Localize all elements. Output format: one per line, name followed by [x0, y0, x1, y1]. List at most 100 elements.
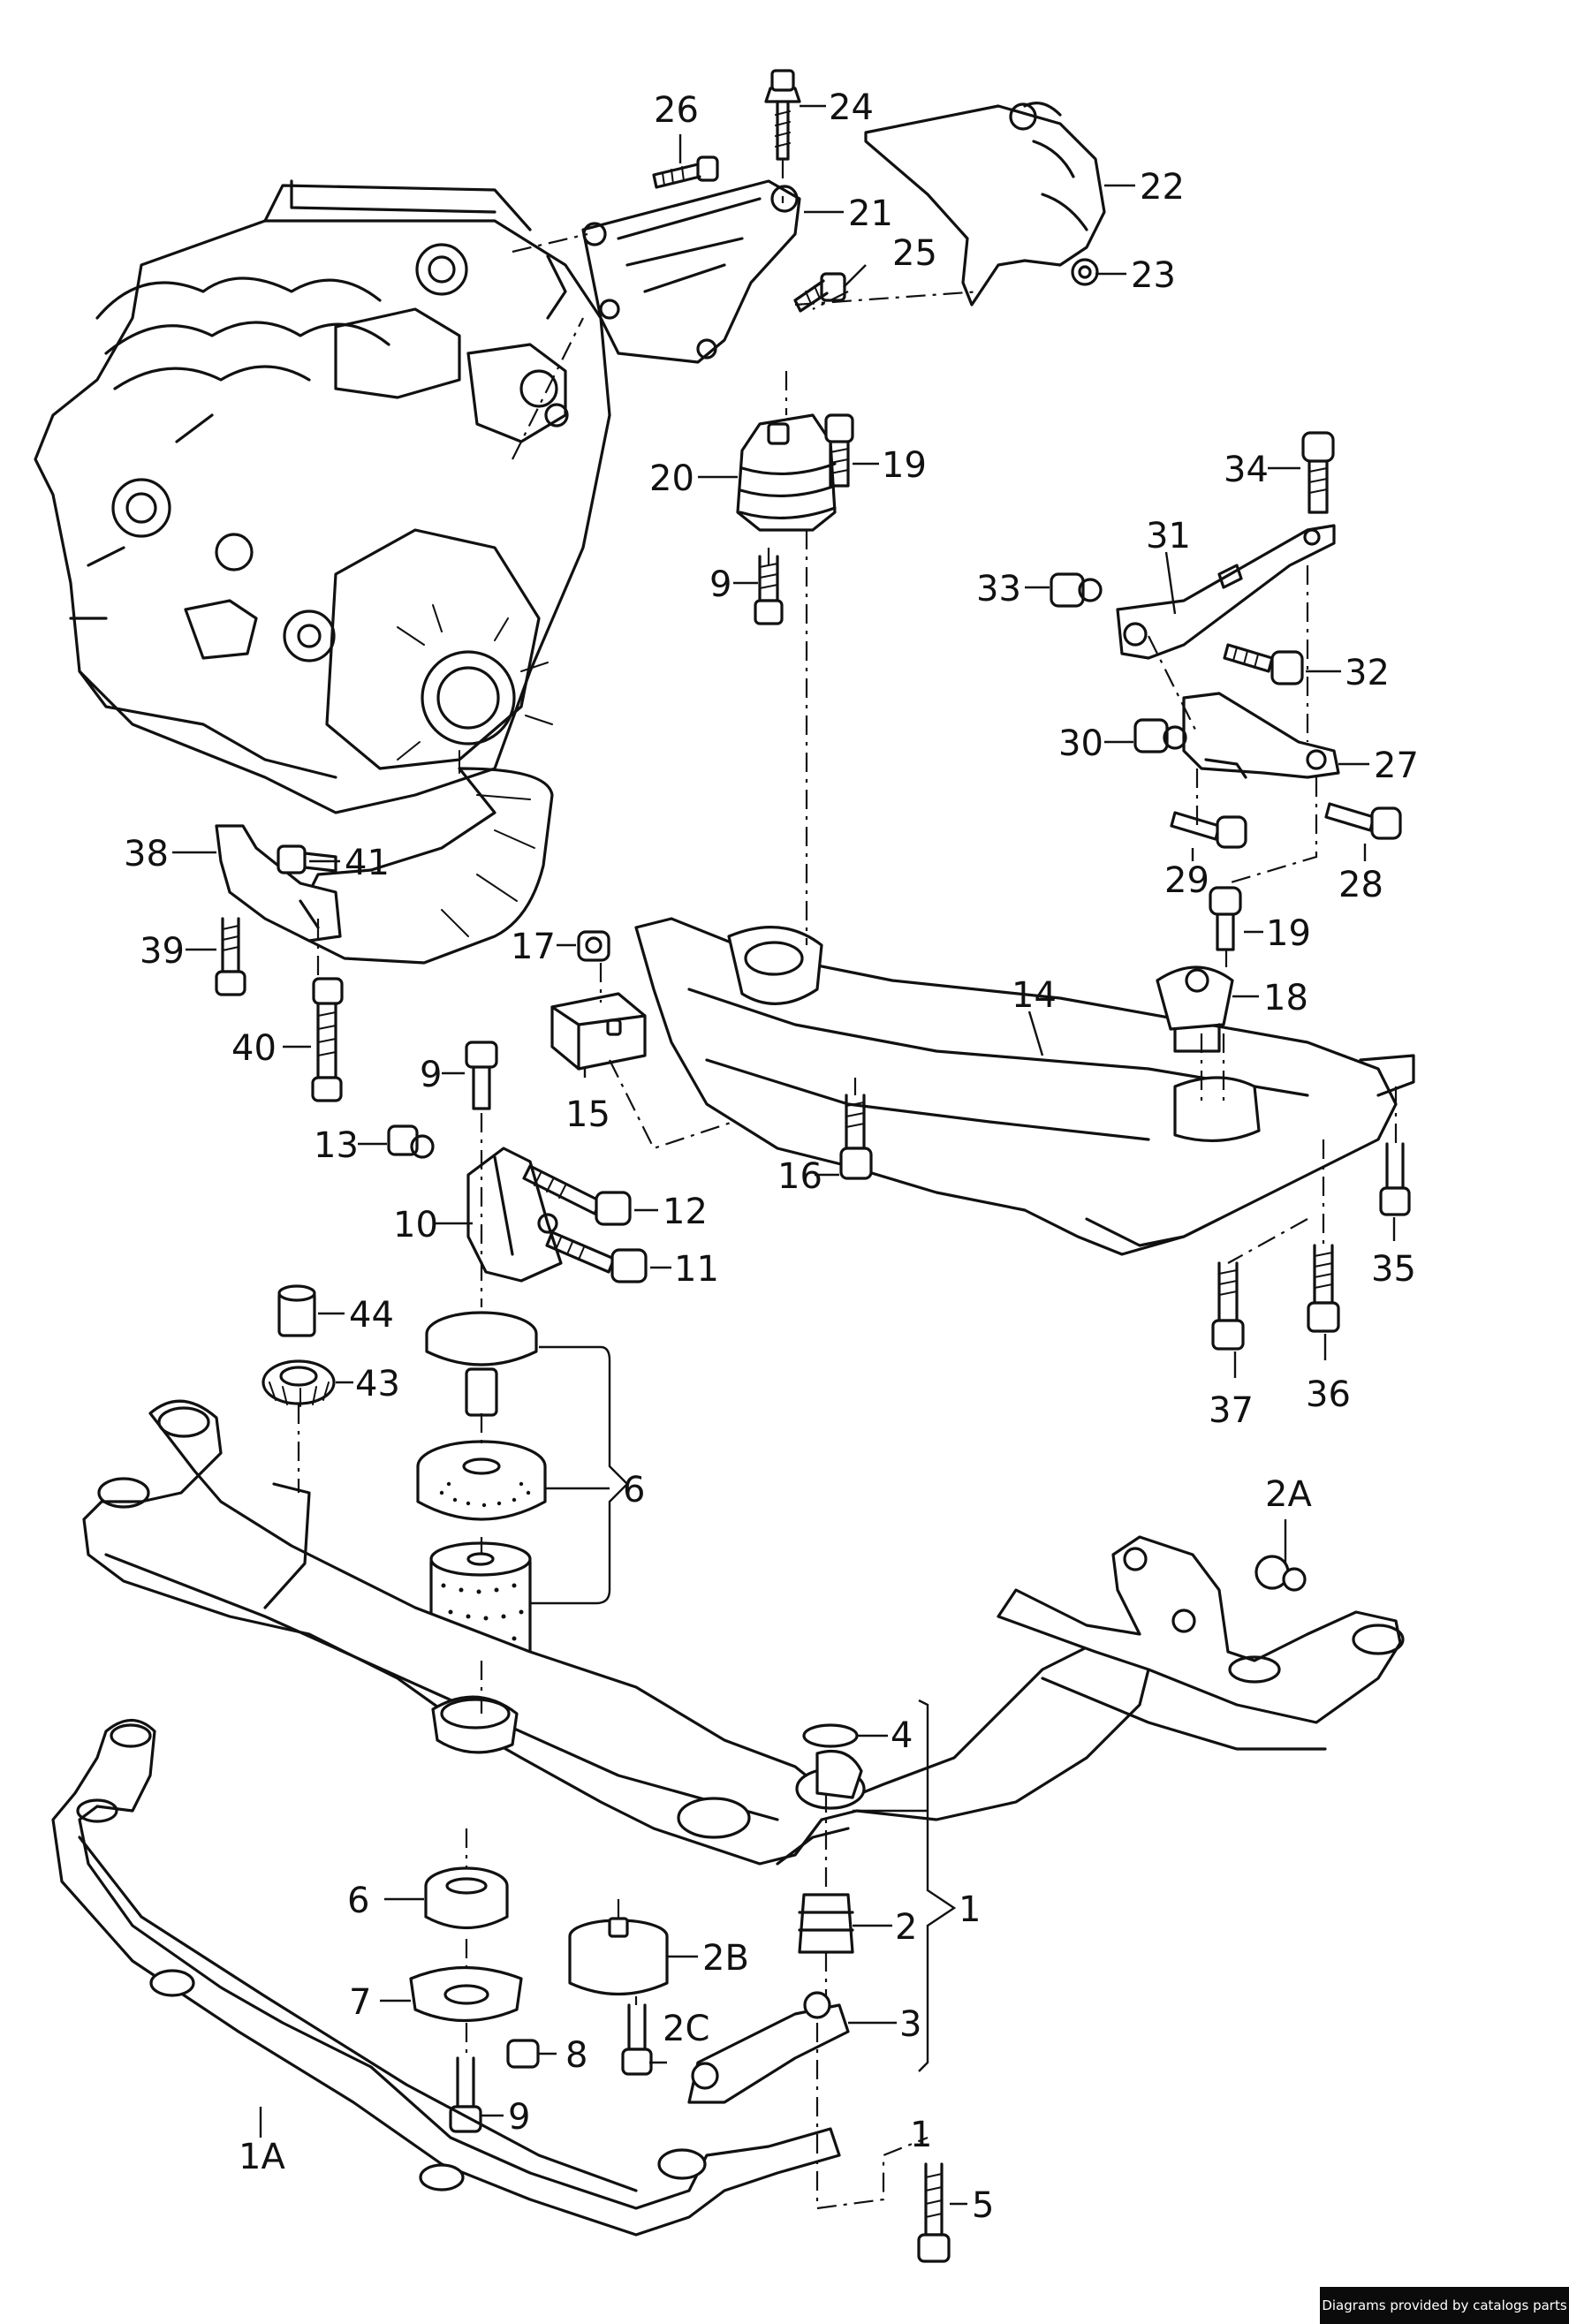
label-19-right: 19: [1266, 913, 1311, 954]
bracket-27: [1182, 692, 1340, 779]
label-30: 30: [1058, 723, 1103, 764]
bolt-24: [764, 69, 801, 161]
label-3: 3: [899, 2004, 921, 2045]
label-21: 21: [848, 193, 893, 234]
bolt-32: [1223, 643, 1304, 685]
bracket-38: [215, 824, 342, 942]
label-27: 27: [1374, 746, 1419, 786]
label-41: 41: [345, 843, 390, 883]
label-14: 14: [1012, 975, 1057, 1016]
label-36: 36: [1306, 1374, 1351, 1415]
label-15: 15: [565, 1094, 610, 1135]
label-10: 10: [393, 1205, 438, 1245]
bolt-37: [1211, 1261, 1245, 1351]
label-2B: 2B: [702, 1938, 749, 1979]
bolt-16: [839, 1094, 873, 1180]
bolt-29: [1170, 811, 1247, 849]
label-16: 16: [777, 1156, 822, 1197]
label-39: 39: [140, 931, 185, 972]
label-31: 31: [1146, 516, 1191, 556]
engine-block: [34, 179, 611, 814]
bolt-35: [1379, 1142, 1411, 1216]
nut-13: [387, 1124, 435, 1159]
label-35: 35: [1371, 1249, 1416, 1290]
bushing-43: [262, 1359, 336, 1407]
bolt-9b: [465, 1041, 498, 1110]
bracket-21: [581, 179, 801, 364]
mount-15: [550, 992, 647, 1071]
bolt-26: [652, 155, 719, 189]
label-4: 4: [891, 1715, 913, 1756]
label-9-top: 9: [709, 564, 731, 605]
bolt-41: [277, 844, 337, 874]
credit-banner: Diagrams provided by catalogs parts: [1320, 2287, 1569, 2324]
label-19-top: 19: [882, 445, 927, 486]
label-9-bottom: 9: [508, 2097, 530, 2138]
label-29: 29: [1164, 860, 1209, 901]
damper-2B: [568, 1917, 669, 1995]
label-20: 20: [649, 458, 694, 499]
bolt-9a: [754, 555, 784, 625]
bolt-25: [793, 272, 846, 313]
bolt-28: [1324, 802, 1402, 840]
label-26: 26: [654, 90, 699, 131]
bracket-10: [466, 1147, 563, 1283]
label-22: 22: [1140, 167, 1185, 208]
label-24: 24: [829, 87, 874, 128]
bolt-12: [522, 1164, 632, 1226]
label-43: 43: [355, 1364, 400, 1404]
frame-1A: [51, 1719, 841, 2237]
label-1-right: 1: [959, 1889, 981, 1930]
assembly-lines: [297, 159, 1398, 2210]
label-28: 28: [1338, 865, 1383, 905]
nut-33: [1050, 572, 1103, 608]
label-38: 38: [124, 834, 169, 874]
label-8: 8: [565, 2035, 587, 2076]
mount-18: [1156, 965, 1234, 1053]
leader-lines: [172, 104, 1396, 2206]
bolt-34: [1301, 431, 1335, 514]
mount-6b: [424, 1866, 509, 1929]
mount-20: [736, 413, 837, 532]
subframe-14: [634, 917, 1415, 1256]
label-32: 32: [1345, 653, 1390, 693]
bolt-19a: [824, 413, 854, 488]
label-44: 44: [349, 1295, 394, 1336]
bolt-36: [1307, 1244, 1340, 1333]
subframe-lower: [82, 1399, 1150, 1866]
nut-17: [577, 930, 610, 962]
label-37: 37: [1209, 1390, 1254, 1431]
label-17: 17: [511, 927, 556, 967]
nut-30: [1133, 718, 1187, 753]
label-1A: 1A: [239, 2137, 285, 2177]
inset-2A: [997, 1535, 1405, 1751]
label-9-mid: 9: [420, 1055, 442, 1095]
label-7: 7: [349, 1982, 371, 2023]
callout-labels: 26 24 22 21 25 23 20 19 9 34 31 33 32 30…: [124, 87, 1419, 2226]
label-5: 5: [972, 2185, 994, 2226]
bolt-19b: [1209, 886, 1242, 951]
label-34: 34: [1224, 450, 1269, 490]
label-2A: 2A: [1265, 1474, 1312, 1515]
cover-22: [864, 102, 1106, 307]
label-25: 25: [892, 233, 937, 274]
plate-7: [409, 1965, 523, 2023]
mount-assembly-6: [416, 1311, 547, 1662]
label-1-bottom: 1: [910, 2115, 932, 2155]
label-18: 18: [1263, 978, 1308, 1018]
label-40: 40: [231, 1028, 277, 1069]
bolt-5: [917, 2162, 951, 2263]
washer-4: [802, 1723, 859, 1748]
label-6-top: 6: [623, 1470, 645, 1510]
label-23: 23: [1131, 255, 1176, 296]
bolt-40: [311, 977, 344, 1102]
link-3: [687, 1991, 850, 2104]
label-2C: 2C: [663, 2009, 709, 2049]
label-12: 12: [663, 1192, 708, 1232]
bump-stop-2: [798, 1893, 854, 1954]
sleeve-44: [277, 1284, 316, 1337]
bracket-31: [1116, 524, 1336, 660]
bolt-39: [215, 917, 246, 996]
nut-8: [506, 2039, 540, 2069]
